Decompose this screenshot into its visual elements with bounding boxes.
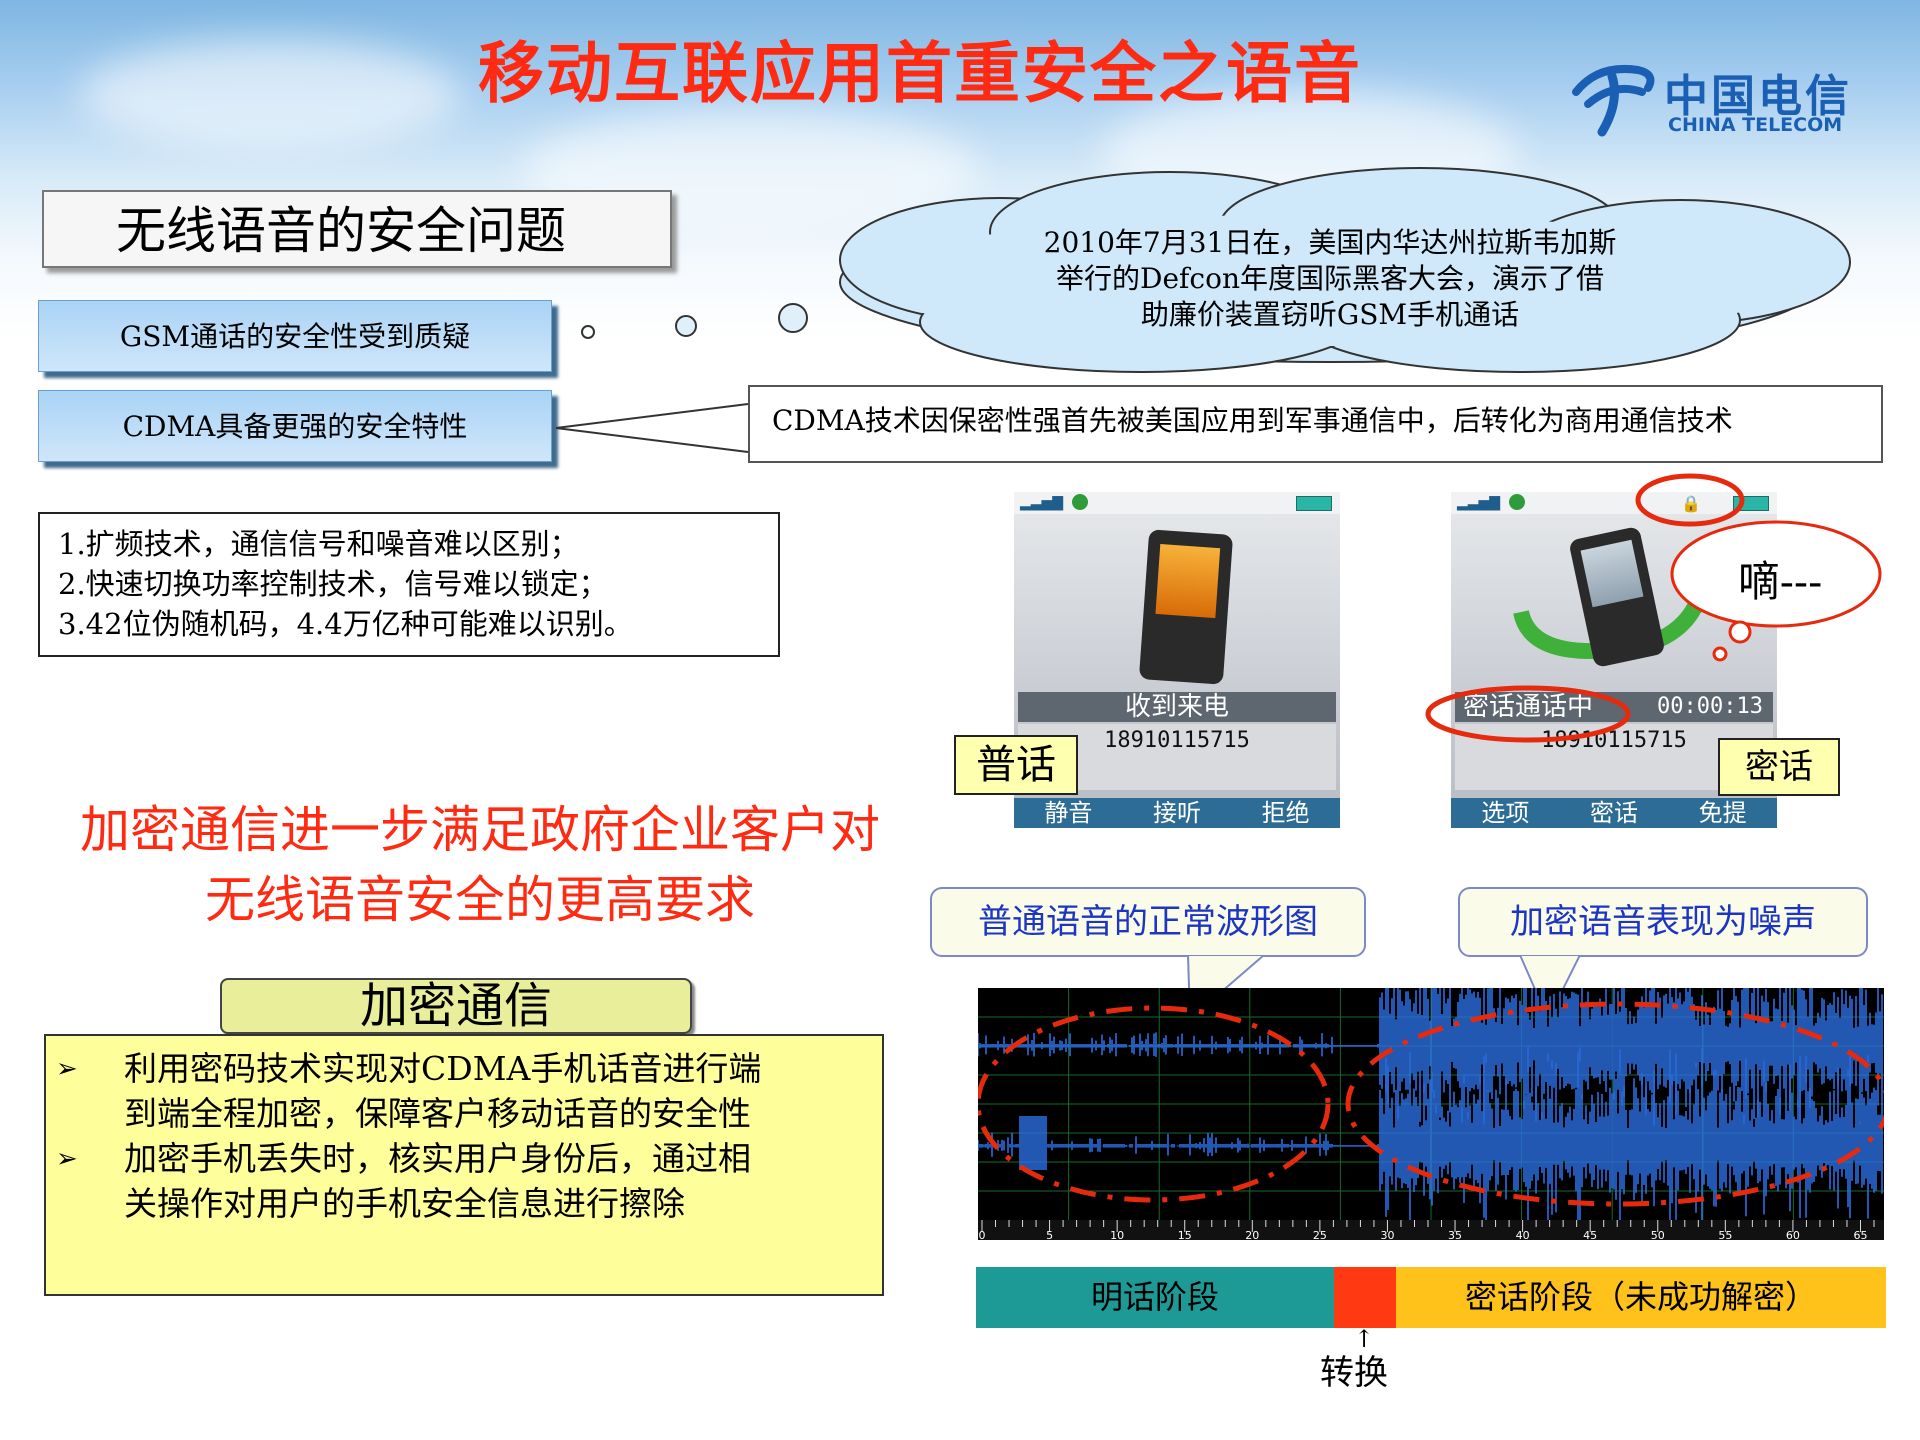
thought-dot-small (581, 325, 595, 339)
feature-item: 1.扩频技术，通信信号和噪音难以区别； (58, 527, 579, 561)
thought-dot-large (778, 303, 808, 333)
softkey-mute[interactable]: 静音 (1044, 799, 1093, 827)
encryption-bullet: 利用密码技术实现对CDMA手机话音进行端 到端全程加密，保障客户移动话音的安全性 (124, 1046, 864, 1136)
encryption-bullet-line: 利用密码技术实现对CDMA手机话音进行端 (124, 1049, 762, 1088)
network-icon (1072, 494, 1088, 510)
call-status: 密话通话中 00:00:13 (1455, 692, 1773, 722)
time-tick-label: 45 (1583, 1229, 1597, 1240)
time-tick-label: 50 (1651, 1229, 1665, 1240)
encryption-title: 加密通信 (220, 978, 692, 1034)
requirement-line: 无线语音安全的更高要求 (205, 871, 755, 929)
china-telecom-logo: 中国电信 CHINA TELECOM (1568, 58, 1868, 138)
softkey-answer[interactable]: 接听 (1152, 799, 1201, 827)
call-status: 收到来电 (1018, 692, 1336, 722)
logo-en: CHINA TELECOM (1668, 114, 1843, 136)
bullet-arrow-icon: ➢ (56, 1054, 78, 1084)
normal-wave-callout: 普通语音的正常波形图 (930, 887, 1366, 957)
beep-bubble (1670, 520, 1882, 662)
cloud-line: 助廉价装置窃听GSM手机通话 (1140, 298, 1520, 331)
encryption-bullet: 加密手机丢失时，核实用户身份后，通过相 关操作对用户的手机安全信息进行擦除 (124, 1136, 864, 1226)
time-tick-label: 60 (1786, 1229, 1800, 1240)
secure-call-status: 密话通话中 (1463, 692, 1594, 722)
lock-icon: 🔒 (1681, 494, 1701, 513)
time-tick-label: 20 (1245, 1229, 1259, 1240)
time-tick-label: 35 (1448, 1229, 1462, 1240)
cloud-line: 举行的Defcon年度国际黑客大会，演示了借 (1056, 262, 1604, 295)
secure-call-tag: 密话 (1718, 738, 1840, 796)
network-icon (1509, 494, 1525, 510)
encryption-bullet-line: 加密手机丢失时，核实用户身份后，通过相 (124, 1139, 751, 1178)
softkey-bar: 静音 接听 拒绝 (1014, 798, 1340, 828)
telecom-logo-icon (1572, 65, 1655, 137)
time-tick-label: 25 (1313, 1229, 1327, 1240)
requirement-line: 加密通信进一步满足政府企业客户对 (80, 801, 880, 859)
requirement-statement: 加密通信进一步满足政府企业客户对 无线语音安全的更高要求 (40, 795, 920, 935)
feature-item: 2.快速切换功率控制技术，信号难以锁定； (58, 567, 608, 601)
encrypted-wave-callout: 加密语音表现为噪声 (1458, 887, 1868, 957)
cdma-note-box: CDMA技术因保密性强首先被美国应用到军事通信中，后转化为商用通信技术 (748, 385, 1883, 463)
signal-icon: ▂▃▅▇ (1457, 495, 1501, 511)
voice-waveform: 0 5 10 15 20 25 30 35 40 45 50 55 60 65 (975, 946, 1891, 1242)
waveform-plot: 0 5 10 15 20 25 30 35 40 45 50 55 60 65 (975, 946, 1891, 1242)
softkey-secure[interactable]: 密话 (1589, 799, 1638, 827)
cdma-feature-box: CDMA具备更强的安全特性 (38, 390, 552, 462)
time-tick-label: 30 (1380, 1229, 1394, 1240)
gsm-issue-box: GSM通话的安全性受到质疑 (38, 300, 552, 372)
time-tick-label: 40 (1516, 1229, 1530, 1240)
softkey-reject[interactable]: 拒绝 (1261, 799, 1310, 827)
callout-graphics (555, 167, 1851, 453)
phase-clear: 明话阶段 (976, 1267, 1334, 1328)
softkey-bar: 选项 密话 免提 (1451, 798, 1777, 828)
encryption-bullet-line: 到端全程加密，保障客户移动话音的安全性 (124, 1094, 751, 1133)
page-title: 移动互联应用首重安全之语音 (478, 35, 1362, 112)
phone-screen-normal: ▂▃▅▇ 收到来电 18910115715 静音 接听 拒绝 (1014, 492, 1340, 828)
thought-dot-medium (675, 315, 697, 337)
switch-arrow-icon: ↑ (1354, 1325, 1375, 1353)
time-tick-label: 5 (1046, 1229, 1053, 1240)
switch-label: 转换 (1320, 1353, 1388, 1393)
call-timer: 00:00:13 (1657, 694, 1763, 719)
phone-status-bar: ▂▃▅▇ (1014, 492, 1340, 514)
phase-secure: 密话阶段（未成功解密） (1396, 1267, 1886, 1328)
time-tick-label: 10 (1110, 1229, 1124, 1240)
bullet-arrow-icon: ➢ (56, 1144, 78, 1174)
time-tick-label: 65 (1853, 1229, 1867, 1240)
encryption-details-box: ➢ 利用密码技术实现对CDMA手机话音进行端 到端全程加密，保障客户移动话音的安… (44, 1034, 884, 1296)
time-tick-label: 15 (1178, 1229, 1192, 1240)
time-tick-label: 0 (979, 1229, 986, 1240)
cdma-features-list: 1.扩频技术，通信信号和噪音难以区别； 2.快速切换功率控制技术，信号难以锁定；… (38, 512, 780, 657)
logo-cn: 中国电信 (1664, 71, 1852, 122)
sky-cloud (80, 40, 460, 150)
gsm-eavesdrop-note: 2010年7月31日在，美国内华达州拉斯韦加斯 举行的Defcon年度国际黑客大… (1000, 225, 1660, 333)
signal-icon: ▂▃▅▇ (1020, 495, 1064, 511)
section-title: 无线语音的安全问题 (42, 190, 672, 268)
feature-item: 3.42位伪随机码，4.4万亿种可能难以识别。 (58, 607, 633, 641)
battery-icon (1296, 496, 1332, 511)
encryption-bullet-line: 关操作对用户的手机安全信息进行擦除 (124, 1184, 685, 1223)
normal-call-tag: 普话 (954, 735, 1078, 795)
phone-annotations (1425, 473, 1882, 743)
beep-text: 嘀--- (1737, 557, 1823, 606)
phase-switch (1334, 1267, 1396, 1328)
softkey-options[interactable]: 选项 (1481, 799, 1530, 827)
softkey-speaker[interactable]: 免提 (1698, 799, 1747, 827)
cloud-line: 2010年7月31日在，美国内华达州拉斯韦加斯 (1043, 226, 1617, 259)
time-tick-label: 55 (1718, 1229, 1732, 1240)
